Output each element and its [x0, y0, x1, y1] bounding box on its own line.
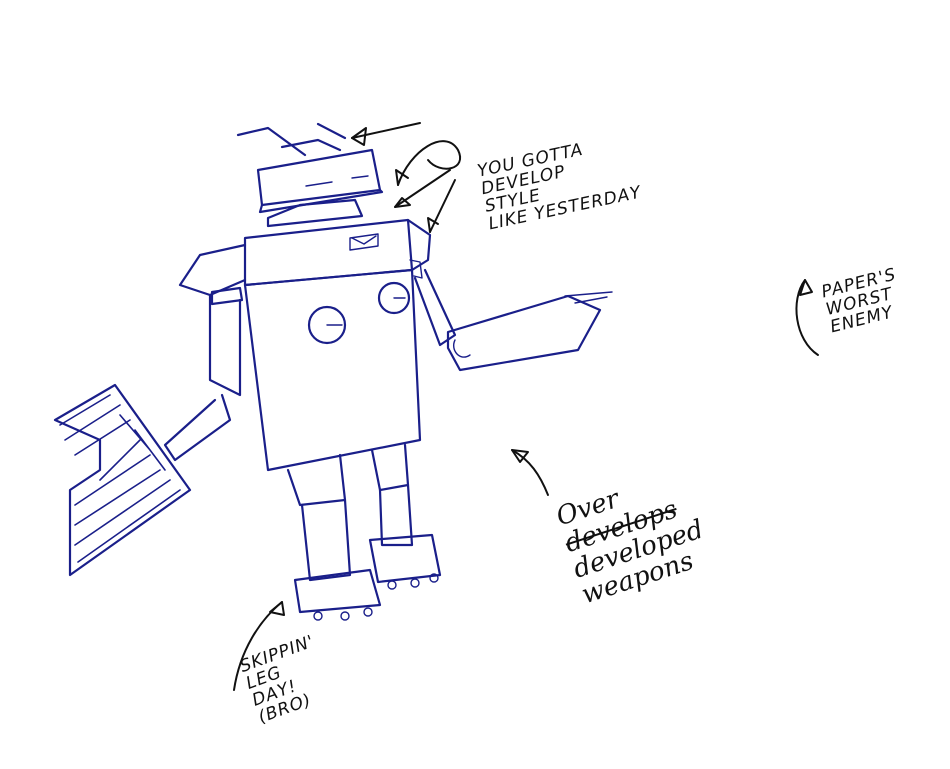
robot-body: [243, 218, 432, 472]
robot-head: [236, 122, 384, 228]
annotation-arrows: [233, 122, 819, 691]
robot-legs: [286, 443, 442, 621]
arrow-icon: [511, 449, 549, 496]
arrow-icon: [795, 279, 819, 356]
scissor-blade-hand: [53, 383, 192, 577]
robot-right-arm: [413, 268, 613, 372]
arrow-icon: [429, 179, 456, 233]
arrow-icon: [397, 140, 461, 186]
robot-left-arm: [163, 243, 247, 462]
arrow-icon: [351, 122, 421, 139]
